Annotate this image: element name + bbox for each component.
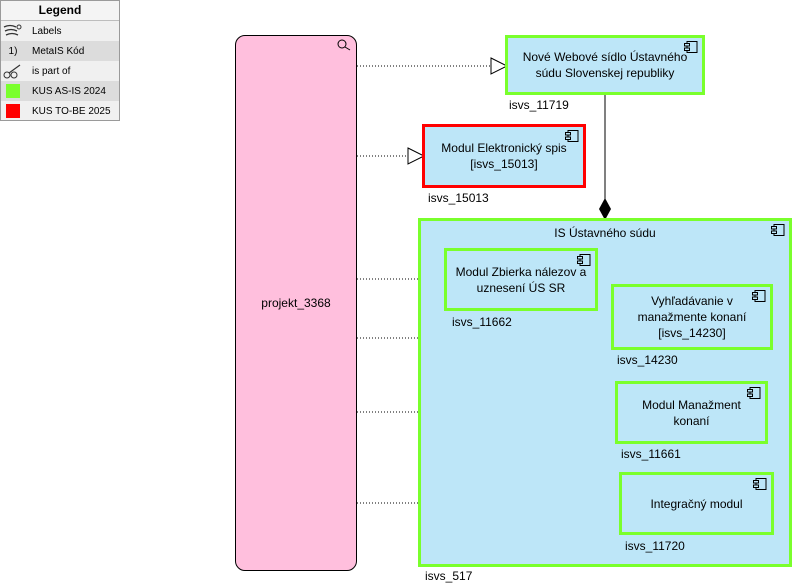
node-electronic-file[interactable]: Modul Elektronický spis [isvs_15013] [422, 124, 586, 188]
node-code-web: isvs_11719 [509, 98, 569, 112]
node-web-portal[interactable]: Nové Webové sídlo Ústavného súdu Slovens… [505, 35, 705, 95]
legend-item-as-is: KUS AS-IS 2024 [1, 81, 119, 101]
component-icon [747, 387, 761, 399]
container-title: IS Ústavného súdu [554, 226, 656, 240]
node-label: Modul Zbierka nálezov a uznesení ÚS SR [455, 264, 587, 295]
node-code-integracny: isvs_11720 [625, 539, 685, 553]
node-code-espis: isvs_15013 [428, 191, 489, 205]
node-label: Nové Webové sídlo Ústavného súdu Slovens… [522, 50, 688, 80]
labels-icon [1, 21, 25, 41]
component-icon [753, 478, 767, 490]
legend-item-metais-code: 1) MetaIS Kód [1, 41, 119, 61]
node-code-vyhladavanie: isvs_14230 [617, 353, 678, 367]
is-part-of-icon [1, 61, 25, 81]
numbering-marker: 1) [8, 45, 18, 57]
node-label: Modul Elektronický spis [isvs_15013] [441, 141, 567, 171]
component-icon [684, 41, 698, 53]
legend-item-to-be: KUS TO-BE 2025 [1, 101, 119, 121]
component-icon [771, 224, 785, 236]
node-code-is: isvs_517 [425, 569, 473, 583]
node-search-module[interactable]: Vyhľadávanie v manažmente konaní [isvs_1… [611, 284, 773, 350]
legend-item-is-part-of: is part of [1, 61, 119, 81]
node-integration-module[interactable]: Integračný modul [619, 472, 774, 535]
component-icon [565, 130, 579, 142]
arrowhead-web [490, 57, 509, 75]
project-label: projekt_3368 [261, 296, 331, 310]
project-node[interactable]: projekt_3368 [235, 35, 357, 571]
legend-item-labels: Labels [1, 21, 119, 41]
node-label: Vyhľadávanie v manažmente konaní [isvs_1… [637, 294, 747, 340]
node-label: Integračný modul [650, 496, 743, 511]
to-be-swatch [6, 104, 20, 118]
work-package-icon [336, 39, 352, 51]
legend-panel: Legend Labels 1) MetaIS Kód is part of K… [0, 0, 120, 121]
component-icon [577, 254, 591, 266]
node-code-zbierka: isvs_11662 [452, 315, 512, 329]
arrowhead-espis [407, 147, 426, 165]
node-collection-module[interactable]: Modul Zbierka nálezov a uznesení ÚS SR [444, 248, 598, 311]
as-is-swatch [6, 84, 20, 98]
legend-title: Legend [1, 1, 119, 21]
node-code-manazment: isvs_11661 [621, 447, 681, 461]
composition-diamond [599, 198, 611, 220]
component-icon [752, 290, 766, 302]
node-case-management[interactable]: Modul Manažment konaní [615, 381, 768, 444]
node-label: Modul Manažment konaní [642, 397, 741, 428]
